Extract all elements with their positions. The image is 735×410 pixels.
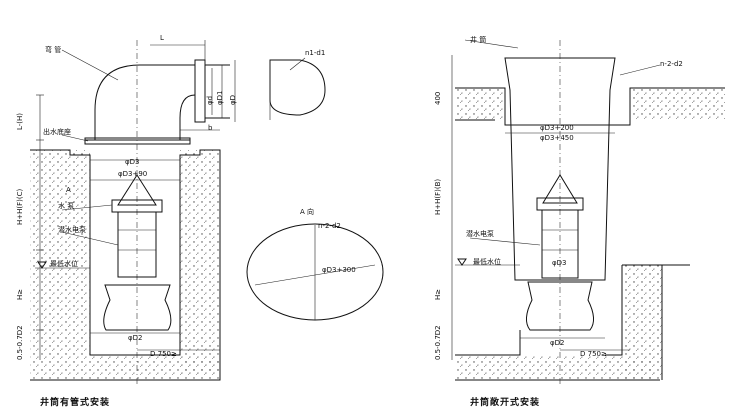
label-H3-left: H≥ bbox=[16, 289, 24, 300]
label-H3-right: H≥ bbox=[434, 289, 442, 300]
right-ground-right bbox=[630, 88, 725, 120]
bend-inner bbox=[179, 94, 196, 140]
label-A: A bbox=[66, 186, 71, 194]
label-H4-left: 0.5-0.7D2 bbox=[16, 325, 24, 360]
label-a-view-D3: φD3+300 bbox=[322, 266, 356, 274]
label-pump: 水 泵 bbox=[58, 201, 74, 210]
label-H1-left: L-(H) bbox=[16, 113, 24, 130]
label-water-left: 最低水位 bbox=[50, 259, 78, 268]
label-outlet-base: 出水底座 bbox=[43, 127, 71, 136]
label-well: 井 筒 bbox=[470, 35, 486, 44]
label-cable-right: 潜水电泵 bbox=[466, 229, 494, 238]
label-H2-left: H+H(F)(C) bbox=[16, 189, 24, 225]
label-D3a: φD3+200 bbox=[540, 124, 574, 132]
label-b: b bbox=[208, 124, 213, 132]
label-L: L bbox=[160, 34, 164, 42]
right-floor bbox=[455, 355, 655, 380]
right-wall bbox=[622, 265, 662, 380]
label-n-right: n-2-d2 bbox=[660, 60, 683, 68]
label-D3-left: φD3 bbox=[125, 158, 139, 166]
label-D0: φD bbox=[229, 95, 237, 105]
left-concrete-left bbox=[30, 150, 90, 355]
right-well-tube bbox=[504, 57, 616, 281]
label-dist-left: D 750≥ bbox=[150, 350, 177, 358]
label-water-right: 最低水位 bbox=[473, 257, 501, 266]
flange-section bbox=[269, 59, 326, 116]
label-bend: 弯 管 bbox=[45, 45, 61, 54]
left-pump-inlet bbox=[103, 284, 172, 331]
label-D2-left: φD2 bbox=[128, 334, 142, 342]
left-pump-body bbox=[117, 211, 157, 278]
label-H1-right: 400 bbox=[434, 92, 442, 105]
left-pump-cap bbox=[117, 174, 157, 206]
label-d: φd bbox=[206, 96, 214, 105]
label-cable-left: 潜水电泵 bbox=[58, 225, 86, 234]
label-D3b: φD3+450 bbox=[540, 134, 574, 142]
label-n1-d1: n1-d1 bbox=[305, 49, 325, 57]
label-H4-right: 0.5-0.7D2 bbox=[434, 325, 442, 360]
label-dist-right: D 750≥ bbox=[580, 350, 607, 358]
label-a-view-n: n-2-d2 bbox=[318, 222, 341, 230]
left-concrete-floor bbox=[30, 355, 220, 380]
right-pump-body bbox=[541, 209, 579, 279]
label-H2-right: H+H(F)(B) bbox=[434, 179, 442, 215]
right-drawing: 井 筒 n-2-d2 φD3+200 φD3+450 φD3 潜水电泵 最低水位… bbox=[434, 35, 725, 408]
bend-outer bbox=[94, 64, 195, 140]
right-pump-inlet bbox=[526, 281, 594, 331]
left-drawing: 弯 管 出水底座 水 泵 潜水电泵 最低水位 L b φD3 φD3+90 φD… bbox=[16, 34, 384, 408]
label-a-view: A 向 bbox=[300, 207, 314, 216]
label-D2-right: φD2 bbox=[550, 339, 564, 347]
left-concrete-right bbox=[180, 150, 220, 375]
title-left: 井筒有管式安装 bbox=[40, 396, 110, 408]
label-D3-right: φD3 bbox=[552, 259, 566, 267]
label-D1: φD1 bbox=[216, 91, 224, 105]
label-D3plus: φD3+90 bbox=[118, 170, 147, 178]
right-ground-left bbox=[455, 88, 505, 120]
title-right: 井筒敞开式安装 bbox=[470, 396, 540, 408]
outlet-flange bbox=[194, 59, 206, 123]
